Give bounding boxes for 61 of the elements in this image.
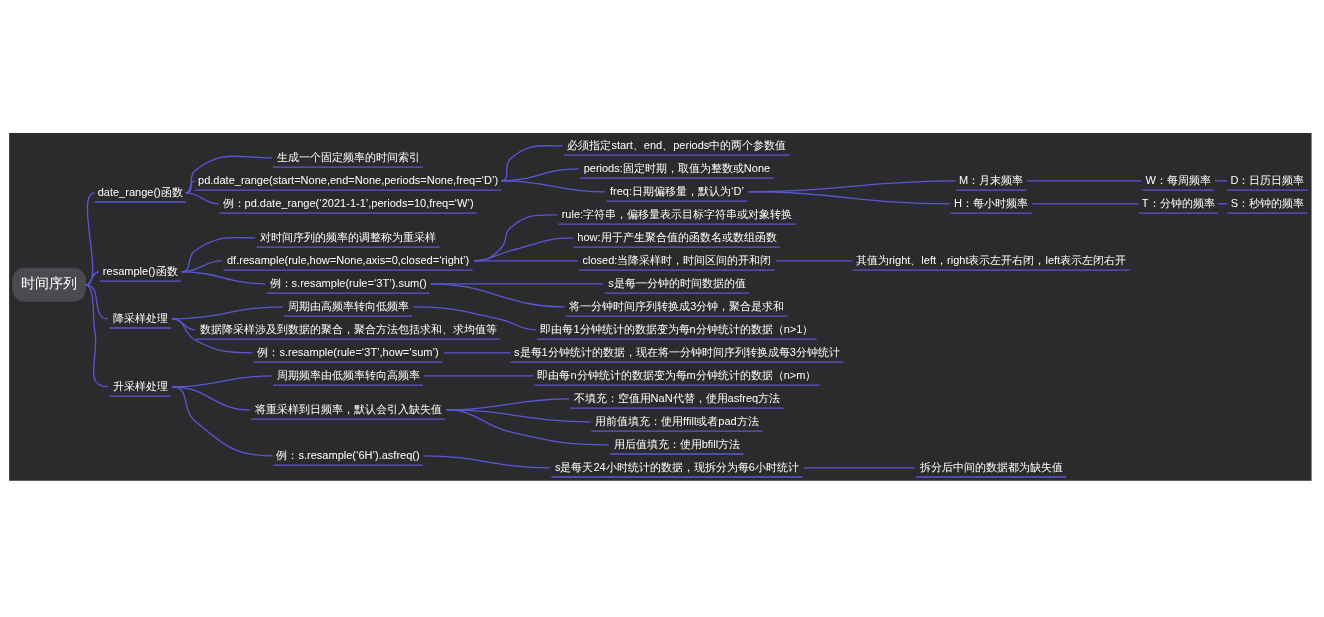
connector [445, 409, 610, 446]
connector [171, 386, 274, 457]
connector [430, 283, 566, 308]
node-text: 周期频率由低频率转向高频率 [276, 368, 420, 381]
node-text: rule:字符串，偏移量表示目标字符串或对象转换 [561, 207, 793, 220]
connector [185, 180, 196, 194]
node-text: 例：s.resample(rule=‘3T’,how=‘sum’) [257, 345, 439, 358]
node-text: D：日历日频率 [1230, 173, 1305, 186]
node-text: 不填充：空值用NaN代替，使用asfreq方法 [573, 391, 781, 404]
node-text: s是每天24小时统计的数据，现拆分为每6小时统计 [554, 460, 799, 473]
node-text: pd.date_range(start=None,end=None,periods=None,freq=‘D’) [198, 173, 499, 186]
connector [422, 455, 551, 469]
node-text: 例：s.resample(rule=‘3T’).sum() [269, 276, 427, 289]
node-text: W：每周频率 [1145, 173, 1211, 186]
node-text: S：秒钟的频率 [1230, 196, 1305, 209]
connector [423, 375, 535, 377]
node-text: 用前值填充：使用ffill或者pad方法 [595, 414, 759, 427]
connector [1026, 180, 1143, 182]
node-text: s是每1分钟统计的数据，现在将一分钟时间序列转换成每3分钟统计 [514, 345, 840, 358]
connector [500, 180, 606, 193]
node-text: 周期由高频率转向低频率 [287, 299, 409, 312]
node-text: 降采样处理 [112, 311, 168, 324]
connector [180, 271, 266, 285]
node-text: how:用于产生聚合值的函数名或数组函数 [577, 230, 777, 243]
connector [473, 260, 579, 262]
connector [748, 191, 951, 205]
node-text: 例：pd.date_range(‘2021-1-1’,periods=10,freq=‘W’) [222, 196, 474, 209]
node-text: 必须指定start、end、periods中的两个参数值 [567, 138, 787, 151]
node-text: M：月末频率 [958, 173, 1024, 186]
connector [185, 192, 220, 205]
node-text: periods:固定时期，取值为整数或None [583, 161, 771, 174]
node-text: 生成一个固定频率的时间索引 [276, 150, 420, 163]
node-text: date_range()函数 [97, 185, 183, 198]
node-text: 将重采样到日频率，默认会引入缺失值 [254, 402, 442, 415]
node-text: 其值为right、left，right表示左开右闭，left表示左闭右开 [855, 253, 1127, 266]
node-text: df.resample(rule,how=None,axis=0,closed=‘right’) [226, 253, 470, 266]
node-text: 用后值填充：使用bfill方法 [613, 437, 741, 450]
connector [803, 467, 916, 469]
connector [775, 260, 854, 262]
node-text: 例：s.resample(‘6H’).asfreq() [276, 448, 420, 461]
node-text: resample()函数 [102, 264, 178, 277]
connector [412, 306, 537, 331]
node-box: 时间序列 [12, 267, 86, 302]
connector [84, 284, 109, 388]
node-text: 拆分后中间的数据都为缺失值 [919, 460, 1063, 473]
node-text: closed:当降采样时，时间区间的开和闭 [582, 253, 772, 266]
node-text: H：每小时频率 [954, 196, 1028, 209]
node-text: 将一分钟时间序列转换成3分钟，聚合是求和 [569, 299, 785, 312]
connector [443, 352, 512, 354]
node-text: 即由每1分钟统计的数据变为每n分钟统计的数据（n>1） [540, 322, 814, 335]
node-text: s是每一分钟的时间数据的值 [608, 276, 746, 289]
connector [84, 284, 109, 320]
node-text: 升采样处理 [112, 379, 168, 392]
node-text: freq:日期偏移量，默认为‘D’ [609, 184, 744, 197]
connector [171, 318, 254, 354]
node-text: 即由每n分钟统计的数据变为每m分钟统计的数据（n>m） [537, 368, 817, 381]
node-text: T：分钟的频率 [1141, 196, 1215, 209]
connector [185, 155, 273, 194]
node-text: 对时间序列的频率的调整称为重采样 [260, 230, 437, 243]
connector [1031, 203, 1140, 205]
node-text: 数据降采样涉及到数据的聚合，聚合方法包括求和、求均值等 [199, 322, 497, 335]
